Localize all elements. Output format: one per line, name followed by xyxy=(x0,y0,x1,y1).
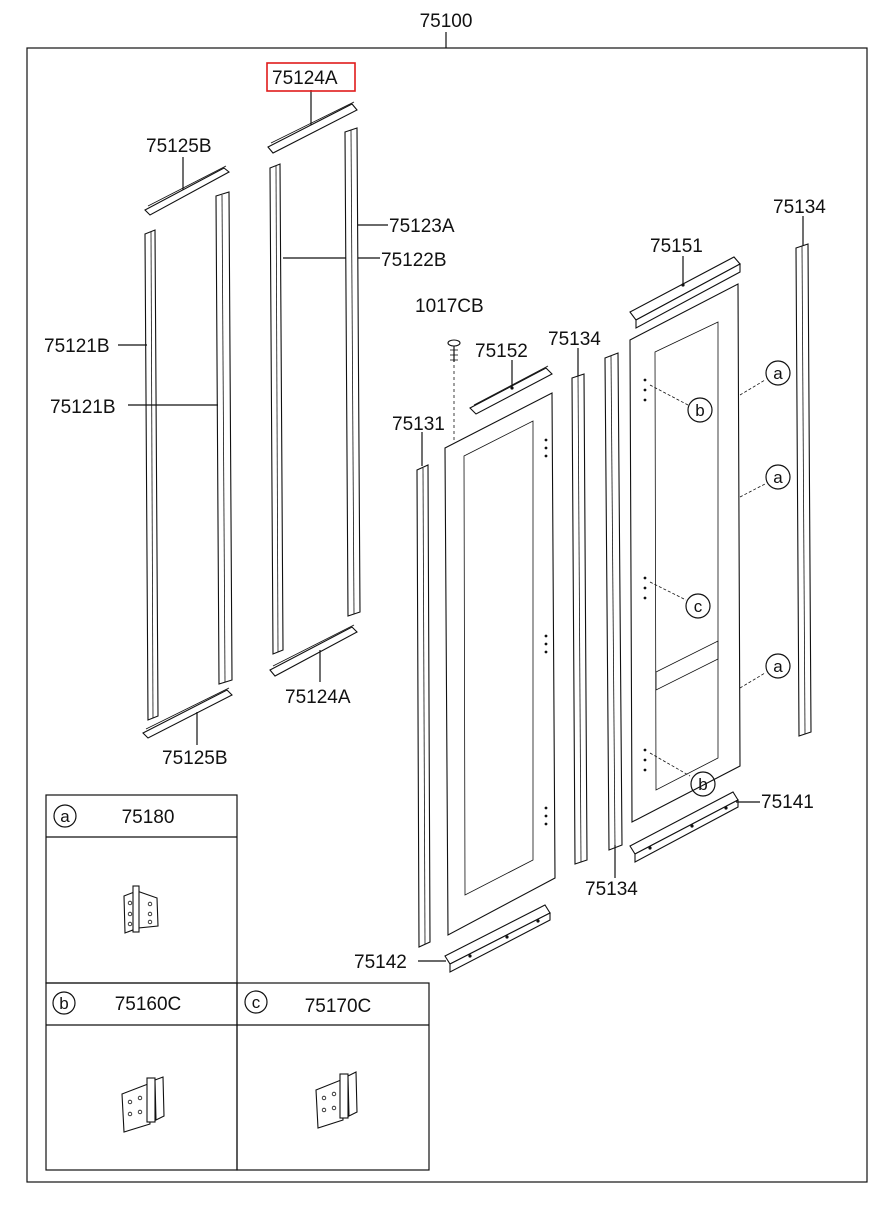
rail-75131[interactable] xyxy=(416,464,431,948)
channel-75125b-bottom[interactable] xyxy=(142,687,233,739)
callout-b-2-letter: b xyxy=(698,775,707,794)
callout-a-1-letter: a xyxy=(773,364,783,383)
label-75134-right[interactable]: 75134 xyxy=(773,197,826,218)
legend-c-letter: c xyxy=(252,993,261,1012)
label-75151[interactable]: 75151 xyxy=(650,236,703,257)
label-75125b-bottom[interactable]: 75125B xyxy=(162,748,228,769)
label-75123a[interactable]: 75123A xyxy=(389,216,455,237)
rail-75121b-right[interactable] xyxy=(215,191,233,685)
callout-c-1[interactable] xyxy=(685,593,711,619)
label-75141[interactable]: 75141 xyxy=(761,792,814,813)
callout-a-1[interactable] xyxy=(765,360,791,386)
legend-a-code[interactable]: 75180 xyxy=(122,807,175,828)
legend-c-code[interactable]: 75170C xyxy=(305,996,372,1017)
legend-box-b: b 75160C xyxy=(45,982,238,1171)
label-75121b-lower[interactable]: 75121B xyxy=(50,397,116,418)
callout-b-1[interactable] xyxy=(687,397,713,423)
screw-1017cb[interactable] xyxy=(447,339,461,362)
legend-b-code[interactable]: 75160C xyxy=(115,994,182,1015)
label-75122b[interactable]: 75122B xyxy=(381,250,447,271)
label-1017cb[interactable]: 1017CB xyxy=(415,296,484,317)
hinge-c-icon[interactable] xyxy=(315,1071,358,1129)
callout-b-1-letter: b xyxy=(695,401,704,420)
bar-75142[interactable] xyxy=(444,904,551,973)
label-75121b-upper[interactable]: 75121B xyxy=(44,336,110,357)
callout-b-2[interactable] xyxy=(690,771,716,797)
label-75134-bottom[interactable]: 75134 xyxy=(585,879,638,900)
highlight-box xyxy=(266,62,356,92)
label-75134-mid[interactable]: 75134 xyxy=(548,329,601,350)
legend-a-letter: a xyxy=(60,807,70,826)
legend-box-a: a 75180 xyxy=(45,794,238,984)
assembly-frame xyxy=(26,47,868,1183)
hinge-a-icon[interactable] xyxy=(123,885,159,934)
legend-b-letter: b xyxy=(59,994,68,1013)
label-75124a-bottom[interactable]: 75124A xyxy=(285,687,351,708)
rail-75123a[interactable] xyxy=(344,127,361,617)
callout-a-2-letter: a xyxy=(773,468,783,487)
label-75152[interactable]: 75152 xyxy=(475,341,528,362)
rail-75122b[interactable] xyxy=(269,163,284,655)
rail-75134-right[interactable] xyxy=(795,243,812,737)
label-75131[interactable]: 75131 xyxy=(392,414,445,435)
callout-c-1-letter: c xyxy=(694,597,703,616)
assembly-label[interactable]: 75100 xyxy=(420,11,473,32)
label-75124a-top[interactable]: 75124A xyxy=(272,68,338,89)
legend-box-c: c 75170C xyxy=(236,982,430,1171)
rail-75121b-left[interactable] xyxy=(144,229,159,721)
door-panel-right[interactable] xyxy=(629,283,741,823)
hinge-b-icon[interactable] xyxy=(121,1076,165,1133)
rail-75134-bottom[interactable] xyxy=(604,352,623,851)
channel-75124a-top[interactable] xyxy=(267,101,358,154)
callout-a-3-letter: a xyxy=(773,657,783,676)
channel-75124a-bottom[interactable] xyxy=(269,624,358,677)
door-panel[interactable] xyxy=(444,392,556,936)
bar-75151[interactable] xyxy=(629,256,741,329)
channel-75125b-top[interactable] xyxy=(144,165,230,216)
callout-a-3[interactable] xyxy=(765,653,791,679)
callout-a-2[interactable] xyxy=(765,464,791,490)
rail-75134-mid[interactable] xyxy=(571,373,588,865)
label-75142[interactable]: 75142 xyxy=(354,952,407,973)
label-75125b-top[interactable]: 75125B xyxy=(146,136,212,157)
bar-75141[interactable] xyxy=(629,791,739,863)
